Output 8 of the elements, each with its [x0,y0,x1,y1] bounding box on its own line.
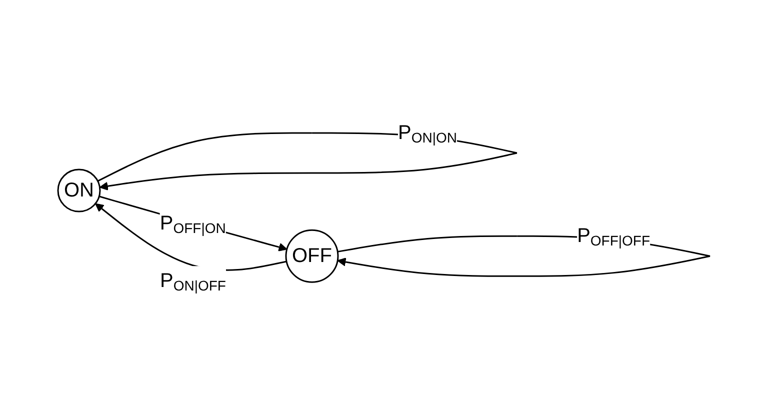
edge-label: P$_{ON|OFF}$ [160,270,226,294]
arrow [99,196,288,252]
edge-label: P$_{OFF|ON}$ [160,212,226,236]
arrow [95,203,288,271]
node-circle: OFF [286,229,340,283]
edge-label: P$_{ON|ON}$ [398,122,458,146]
edge-label: P$_{OFF|OFF}$ [577,225,650,249]
node-circle: ON [58,168,102,212]
